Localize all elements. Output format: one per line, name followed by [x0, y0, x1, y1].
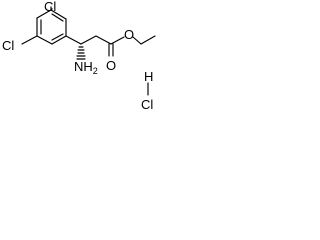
ring-bond-bottom-left	[36, 35, 53, 45]
nh2-prefix: NH	[74, 59, 93, 74]
hcl-cl-label: Cl	[141, 97, 153, 112]
ring-bond-top-right	[50, 9, 67, 20]
cl-left-bond	[21, 35, 38, 45]
nh2-label: NH2	[74, 59, 98, 76]
stereocenter-to-ch2-bond	[80, 35, 97, 45]
ester-o-to-ch2-bond	[132, 36, 142, 45]
chemical-structure-diagram: Cl Cl NH2 O O H Cl	[2, 0, 156, 112]
ch2-to-carbonyl-bond	[95, 35, 112, 45]
carbonyl-oxygen-label: O	[106, 58, 116, 73]
cl-top-label: Cl	[44, 0, 56, 14]
ring-bond-top-left	[36, 9, 52, 19]
nh2-subscript: 2	[93, 66, 98, 76]
ester-oxygen-label: O	[124, 27, 134, 42]
carbonyl-to-ester-o-bond	[110, 36, 125, 45]
ethyl-bond	[140, 35, 156, 45]
ring-to-stereocenter-bond	[65, 35, 82, 45]
cl-left-label: Cl	[2, 38, 14, 53]
hcl-h-label: H	[144, 69, 153, 84]
ring-double-bond-top	[51, 13, 64, 22]
ring-bond-bottom-right	[51, 35, 67, 45]
ring-double-bond-bottom	[51, 33, 64, 41]
